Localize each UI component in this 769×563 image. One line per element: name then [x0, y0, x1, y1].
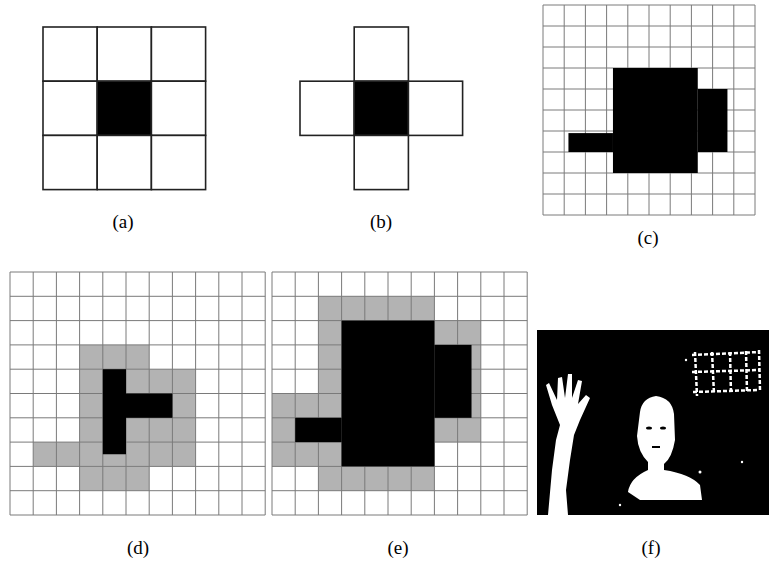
dilated-region	[80, 345, 150, 369]
eye-mark	[646, 426, 652, 429]
binary-image	[537, 330, 769, 515]
grid-line	[10, 442, 265, 443]
dilated-region	[80, 369, 196, 442]
element-cell	[43, 135, 97, 189]
grid-line	[10, 272, 265, 273]
original-object-grid	[543, 5, 755, 215]
person-shape	[628, 396, 702, 500]
element-cell	[354, 81, 408, 135]
grid-line	[10, 369, 265, 370]
grid-ground	[272, 272, 527, 515]
element-cell	[43, 81, 97, 135]
grid-line	[272, 515, 527, 516]
element-cell	[97, 81, 151, 135]
grid-line	[543, 47, 755, 48]
grid-line	[10, 344, 265, 345]
cross-structuring-element	[300, 27, 463, 190]
object-region	[295, 418, 341, 442]
object-region	[568, 133, 613, 152]
grid-line	[543, 215, 755, 216]
panel-label: (e)	[387, 537, 408, 559]
grid-line	[272, 272, 527, 273]
element-cell	[43, 27, 97, 81]
dilated-region	[80, 466, 150, 490]
image-background	[537, 330, 769, 515]
grid-line	[272, 296, 527, 297]
element-cell	[354, 27, 408, 81]
element-cell	[151, 81, 205, 135]
dilated-region	[342, 466, 412, 490]
object-region	[126, 394, 172, 418]
element-cell	[408, 81, 462, 135]
mouth-mark	[652, 446, 660, 448]
grid-line	[10, 296, 265, 297]
noise-dots	[554, 359, 744, 514]
element-cell	[300, 81, 354, 135]
panel-label: (a)	[112, 211, 133, 233]
grid-line	[10, 515, 265, 516]
element-cell	[97, 135, 151, 189]
eye-mark	[660, 426, 666, 429]
hand-shape	[546, 374, 590, 515]
grid-ground	[10, 272, 265, 515]
erosion-result-grid	[10, 272, 265, 515]
window-grid-noise	[692, 350, 760, 396]
panel-label: (d)	[127, 537, 149, 559]
grid-line	[272, 490, 527, 491]
panel-label: (b)	[370, 211, 392, 233]
object-region	[342, 321, 435, 467]
element-cell	[151, 135, 205, 189]
grid-line	[10, 490, 265, 491]
element-cell	[151, 27, 205, 81]
grid-ground	[543, 5, 755, 215]
grid-line	[543, 26, 755, 27]
grid-line	[10, 320, 265, 321]
object-region	[103, 369, 126, 454]
element-cell	[97, 27, 151, 81]
dilated-region	[272, 394, 342, 467]
square-structuring-element	[43, 27, 206, 190]
dilation-result-grid	[272, 272, 527, 515]
element-cell	[354, 135, 408, 189]
object-region	[698, 89, 728, 152]
grid-line	[10, 466, 265, 467]
panel-label: (f)	[642, 537, 661, 559]
object-region	[434, 345, 471, 418]
grid-line	[543, 194, 755, 195]
pixel-grids	[10, 5, 755, 515]
grid-line	[543, 5, 755, 6]
panel-label: (c)	[637, 227, 658, 249]
object-region	[613, 68, 698, 173]
